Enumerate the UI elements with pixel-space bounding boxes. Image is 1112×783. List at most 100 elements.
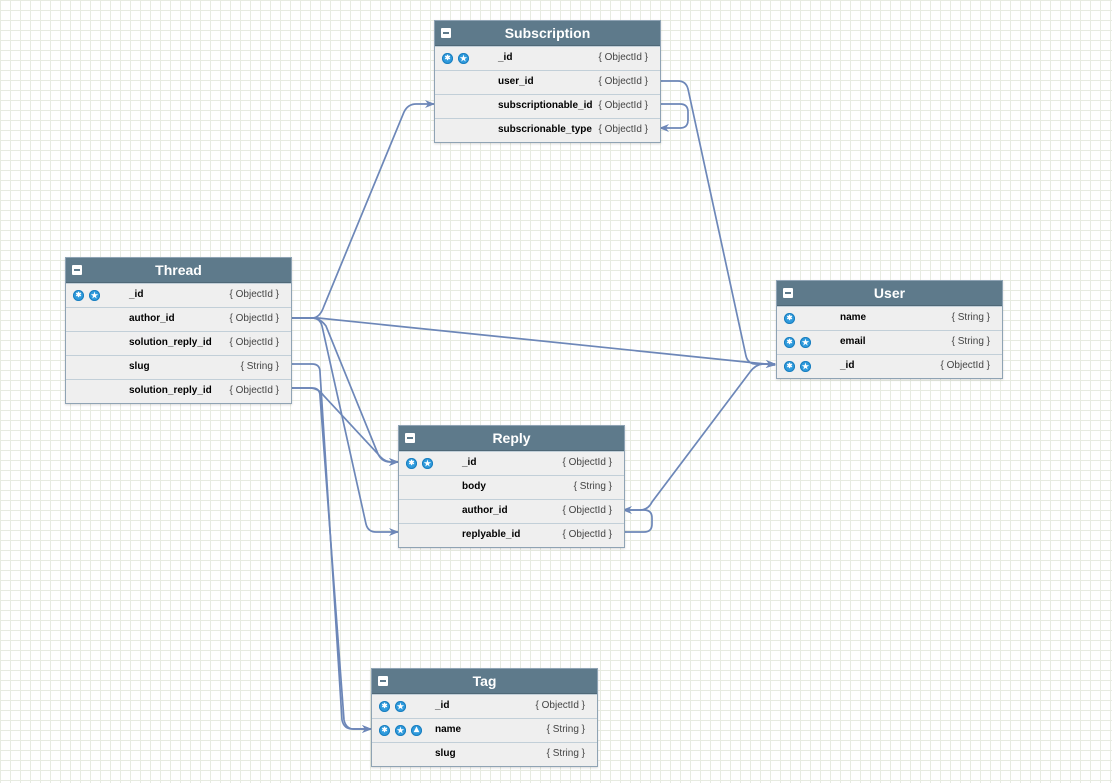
unique-key-icon [800,337,811,348]
field-name: author_id [129,313,175,324]
unique-key-icon [800,361,811,372]
field-type: { ObjectId } [598,100,648,111]
collapse-icon[interactable] [783,288,793,298]
field-row[interactable]: body { String } [399,475,624,499]
field-row[interactable]: name { String } [372,718,597,742]
edge-thread-solution-to-tag[interactable] [291,387,372,733]
field-row[interactable]: _id { ObjectId } [372,694,597,718]
field-name: solution_reply_id [129,337,212,348]
field-row[interactable]: _id { ObjectId } [66,283,291,307]
field-row[interactable]: _id { ObjectId } [399,451,624,475]
edge-subscription-user-to-user[interactable] [660,80,776,368]
field-name: replyable_id [462,529,521,540]
collapse-icon[interactable] [441,28,451,38]
entity-title: Reply [492,430,531,446]
field-name: name [435,724,462,735]
field-row[interactable]: solution_reply_id { ObjectId } [66,331,291,355]
entity-title: Subscription [504,25,591,41]
entity-title: Thread [155,262,202,278]
entity-header[interactable]: Thread [66,258,291,283]
key-icons [784,361,811,372]
collapse-icon[interactable] [72,265,82,275]
field-name: user_id [498,76,534,87]
entity-header[interactable]: User [777,281,1002,306]
field-row[interactable]: author_id { ObjectId } [66,307,291,331]
collapse-icon[interactable] [405,433,415,443]
entity-title: Tag [472,673,497,689]
key-icons [379,701,406,712]
field-type: { ObjectId } [229,289,279,300]
field-type: { String } [951,312,990,323]
key-icons [442,53,469,64]
entity-reply[interactable]: Reply _id { ObjectId } body { String } a… [398,425,625,548]
field-type: { ObjectId } [229,385,279,396]
edge-thread-author-to-subscription[interactable] [291,100,435,319]
entity-user[interactable]: User name { String } email { String } _i… [776,280,1003,379]
field-name: slug [129,361,150,372]
edge-thread-author-to-reply-id[interactable] [291,317,399,466]
entity-header[interactable]: Subscription [435,21,660,46]
edge-subscription-self-loop[interactable] [659,103,689,132]
unique-key-icon [395,701,406,712]
index-icon [411,725,422,736]
field-name: _id [435,700,450,711]
key-icons [73,290,100,301]
field-row[interactable]: name { String } [777,306,1002,330]
primary-key-icon [784,361,795,372]
field-row[interactable]: solution_reply_id { ObjectId } [66,379,291,403]
field-row[interactable]: _id { ObjectId } [777,354,1002,378]
field-name: _id [129,289,144,300]
key-icons [784,313,795,324]
edge-thread-author-to-user[interactable] [291,317,776,369]
edge-reply-self-loop[interactable] [622,506,653,533]
unique-key-icon [395,725,406,736]
field-row[interactable]: user_id { ObjectId } [435,70,660,94]
key-icons [379,725,422,736]
collapse-icon[interactable] [378,676,388,686]
field-row[interactable]: author_id { ObjectId } [399,499,624,523]
field-row[interactable]: slug { String } [66,355,291,379]
field-row[interactable]: _id { ObjectId } [435,46,660,70]
field-type: { ObjectId } [598,52,648,63]
field-type: { String } [546,748,585,759]
field-name: name [840,312,867,323]
field-name: body [462,481,486,492]
primary-key-icon [784,337,795,348]
field-row[interactable]: subscrionable_type { ObjectId } [435,118,660,142]
field-name: email [840,336,866,347]
field-type: { ObjectId } [598,76,648,87]
field-type: { ObjectId } [562,457,612,468]
primary-key-icon [379,701,390,712]
primary-key-icon [406,458,417,469]
entity-title: User [873,285,906,301]
field-type: { String } [240,361,279,372]
field-type: { ObjectId } [229,337,279,348]
field-name: _id [462,457,477,468]
field-type: { String } [951,336,990,347]
primary-key-icon [442,53,453,64]
field-type: { ObjectId } [598,124,648,135]
primary-key-icon [379,725,390,736]
entity-thread[interactable]: Thread _id { ObjectId } author_id { Obje… [65,257,292,404]
field-row[interactable]: slug { String } [372,742,597,766]
field-name: subscriptionable_id [498,100,593,111]
field-row[interactable]: replyable_id { ObjectId } [399,523,624,547]
unique-key-icon [89,290,100,301]
field-name: slug [435,748,456,759]
field-name: author_id [462,505,508,516]
edge-reply-author-to-user[interactable] [623,360,776,511]
field-type: { String } [573,481,612,492]
key-icons [784,337,811,348]
field-row[interactable]: email { String } [777,330,1002,354]
entity-tag[interactable]: Tag _id { ObjectId } name { String } slu… [371,668,598,767]
primary-key-icon [784,313,795,324]
field-row[interactable]: subscriptionable_id { ObjectId } [435,94,660,118]
field-type: { ObjectId } [229,313,279,324]
edge-thread-author-to-reply-replyable[interactable] [291,317,399,536]
field-name: _id [498,52,513,63]
entity-header[interactable]: Reply [399,426,624,451]
entity-subscription[interactable]: Subscription _id { ObjectId } user_id { … [434,20,661,143]
field-name: subscrionable_type [498,124,592,135]
entity-header[interactable]: Tag [372,669,597,694]
